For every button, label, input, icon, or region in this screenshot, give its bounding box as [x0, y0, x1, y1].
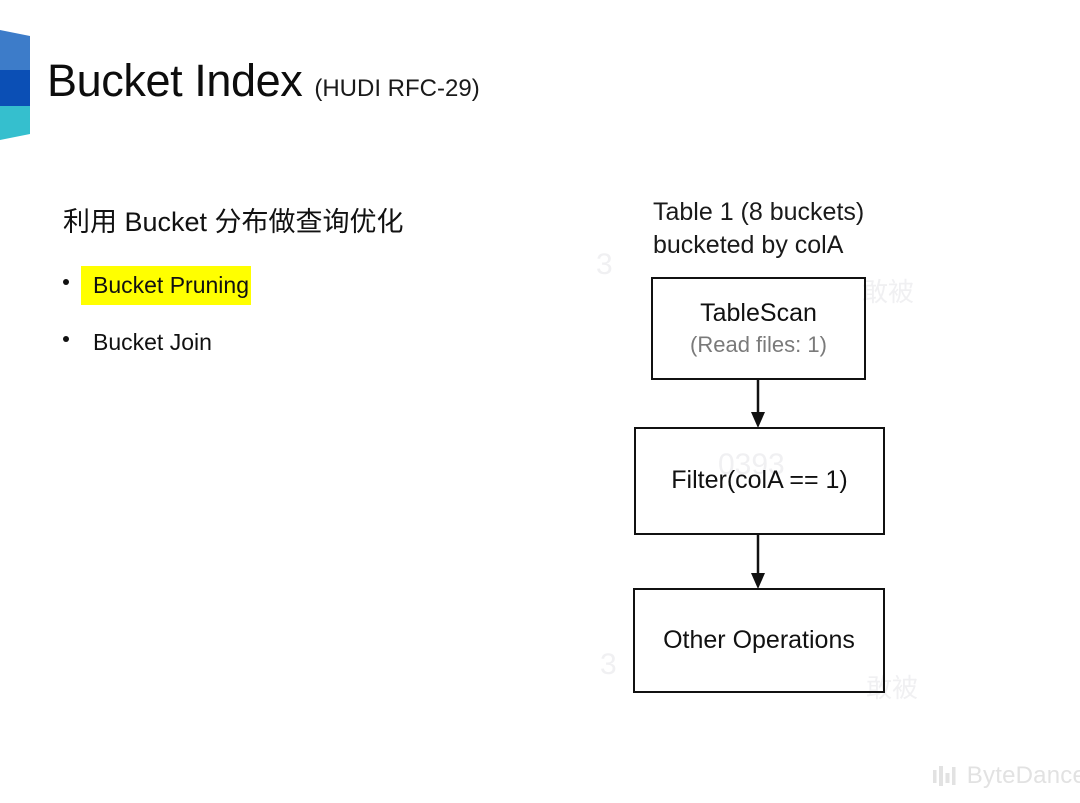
- bullet-list: Bucket Pruning Bucket Join: [63, 266, 523, 381]
- page-title-main: Bucket Index: [47, 55, 303, 106]
- flow-box-filter: Filter(colA == 1): [634, 427, 885, 535]
- connector-arrow-2: [748, 535, 768, 589]
- brand-band-mark-svg: [0, 30, 30, 140]
- bytedance-logo: ByteDance: [932, 761, 1080, 791]
- page-title-suffix: (HUDI RFC-29): [314, 75, 480, 102]
- diagram-caption-line-2: bucketed by colA: [653, 230, 844, 259]
- flow-box-tablescan: TableScan (Read files: 1): [651, 277, 866, 380]
- connector-arrow-1: [748, 380, 768, 428]
- arrow-down-icon: [751, 380, 765, 428]
- page-title: Bucket Index (HUDI RFC-29): [47, 58, 480, 103]
- flow-box-title: Other Operations: [663, 625, 855, 654]
- section-heading: 利用 Bucket 分布做查询优化: [63, 207, 404, 237]
- brand-band-top: [0, 30, 30, 70]
- diagram-caption-line-1: Table 1 (8 buckets): [653, 198, 865, 226]
- list-item: Bucket Pruning: [63, 266, 523, 306]
- bullet-dot-icon: [63, 323, 81, 343]
- flow-box-title: TableScan: [700, 298, 817, 327]
- list-item-label: Bucket Pruning: [81, 266, 251, 306]
- brand-band-bottom: [0, 106, 30, 140]
- list-item: Bucket Join: [63, 323, 523, 362]
- bullet-dot-icon: [63, 266, 81, 285]
- bytedance-wordmark: ByteDance: [966, 762, 1080, 789]
- arrow-down-icon: [751, 535, 765, 589]
- bar-chart-icon: [932, 766, 956, 786]
- list-item-label: Bucket Join: [93, 329, 212, 356]
- flow-box-title: Filter(colA == 1): [671, 466, 848, 495]
- query-plan-diagram: Table 1 (8 buckets) bucketed by colA Tab…: [600, 196, 930, 716]
- flow-box-subtitle: (Read files: 1): [690, 331, 827, 357]
- brand-band-mark: [0, 30, 34, 140]
- flow-box-other-operations: Other Operations: [633, 588, 885, 693]
- diagram-caption: Table 1 (8 buckets) bucketed by colA: [653, 196, 864, 261]
- brand-band-middle: [0, 70, 30, 106]
